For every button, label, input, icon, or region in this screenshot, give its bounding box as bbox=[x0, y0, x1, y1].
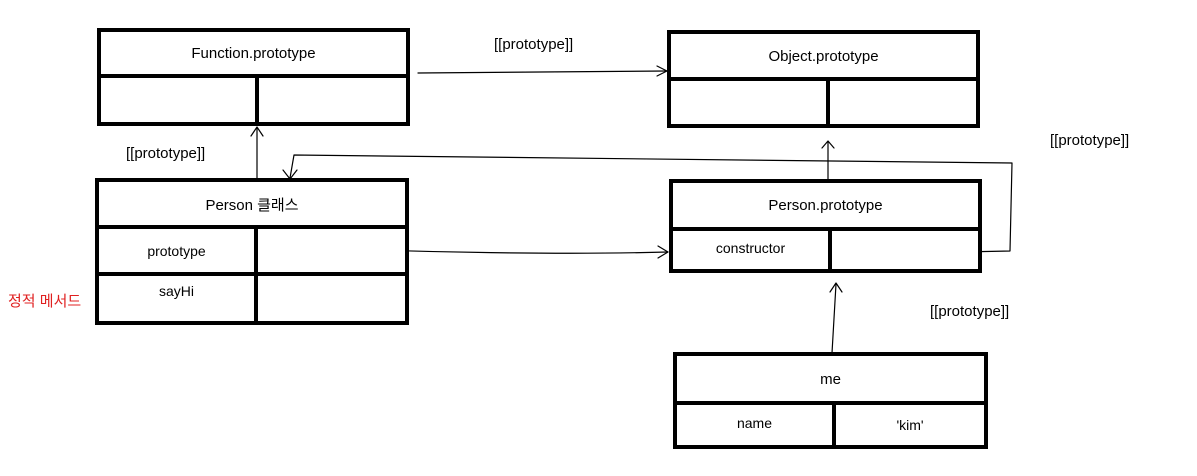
function-prototype-title: Function.prototype bbox=[191, 45, 316, 62]
arrowhead-personproto-to-object bbox=[821, 140, 835, 149]
person-class-sayhi-label: sayHi bbox=[158, 283, 194, 299]
person-prototype-constructor-label: constructor bbox=[715, 240, 786, 256]
object-prototype-title: Object.prototype bbox=[768, 47, 879, 65]
me-name-value: 'kim' bbox=[896, 417, 924, 433]
prototype-link-label-top: [[prototype]] bbox=[494, 36, 574, 53]
static-method-annotation: 정적 메서드 bbox=[8, 293, 82, 310]
arrow-me-to-personproto bbox=[831, 283, 837, 354]
person-class-box: Person 클래스 prototype sayHi bbox=[95, 178, 409, 325]
function-prototype-cell-left bbox=[101, 78, 255, 126]
person-prototype-box: Person.prototype constructor bbox=[669, 179, 982, 273]
divider bbox=[255, 74, 259, 126]
divider bbox=[101, 74, 406, 78]
divider bbox=[99, 272, 405, 276]
prototype-link-label-right: [[prototype]] bbox=[1050, 132, 1130, 149]
arrowhead-me-to-personproto bbox=[829, 282, 843, 293]
divider bbox=[677, 401, 984, 405]
me-box: me name 'kim' bbox=[673, 352, 988, 449]
divider bbox=[99, 225, 405, 229]
object-prototype-cell-left bbox=[671, 81, 826, 128]
divider bbox=[826, 77, 830, 128]
me-name-label: name bbox=[736, 415, 773, 431]
person-class-title: Person 클래스 bbox=[205, 196, 299, 214]
divider bbox=[832, 401, 836, 449]
person-prototype-constructor-value bbox=[832, 231, 978, 273]
arrowhead-prototype-to-personproto bbox=[657, 245, 669, 259]
function-prototype-cell-right bbox=[259, 78, 406, 126]
prototype-link-label-left: [[prototype]] bbox=[126, 145, 206, 162]
divider bbox=[828, 227, 832, 273]
arrow-function-to-object bbox=[417, 70, 668, 74]
person-class-prototype-label: prototype bbox=[147, 242, 206, 259]
divider bbox=[673, 227, 978, 231]
person-prototype-title: Person.prototype bbox=[768, 197, 883, 214]
arrowhead-person-to-function bbox=[250, 126, 264, 137]
person-class-sayhi-value bbox=[258, 276, 406, 321]
object-prototype-cell-right bbox=[830, 81, 976, 128]
person-class-prototype-value bbox=[258, 229, 406, 272]
me-title: me bbox=[820, 370, 841, 388]
prototype-link-label-bottom: [[prototype]] bbox=[930, 303, 1010, 320]
function-prototype-box: Function.prototype bbox=[97, 28, 410, 126]
divider bbox=[671, 77, 976, 81]
object-prototype-box: Object.prototype bbox=[667, 30, 980, 128]
